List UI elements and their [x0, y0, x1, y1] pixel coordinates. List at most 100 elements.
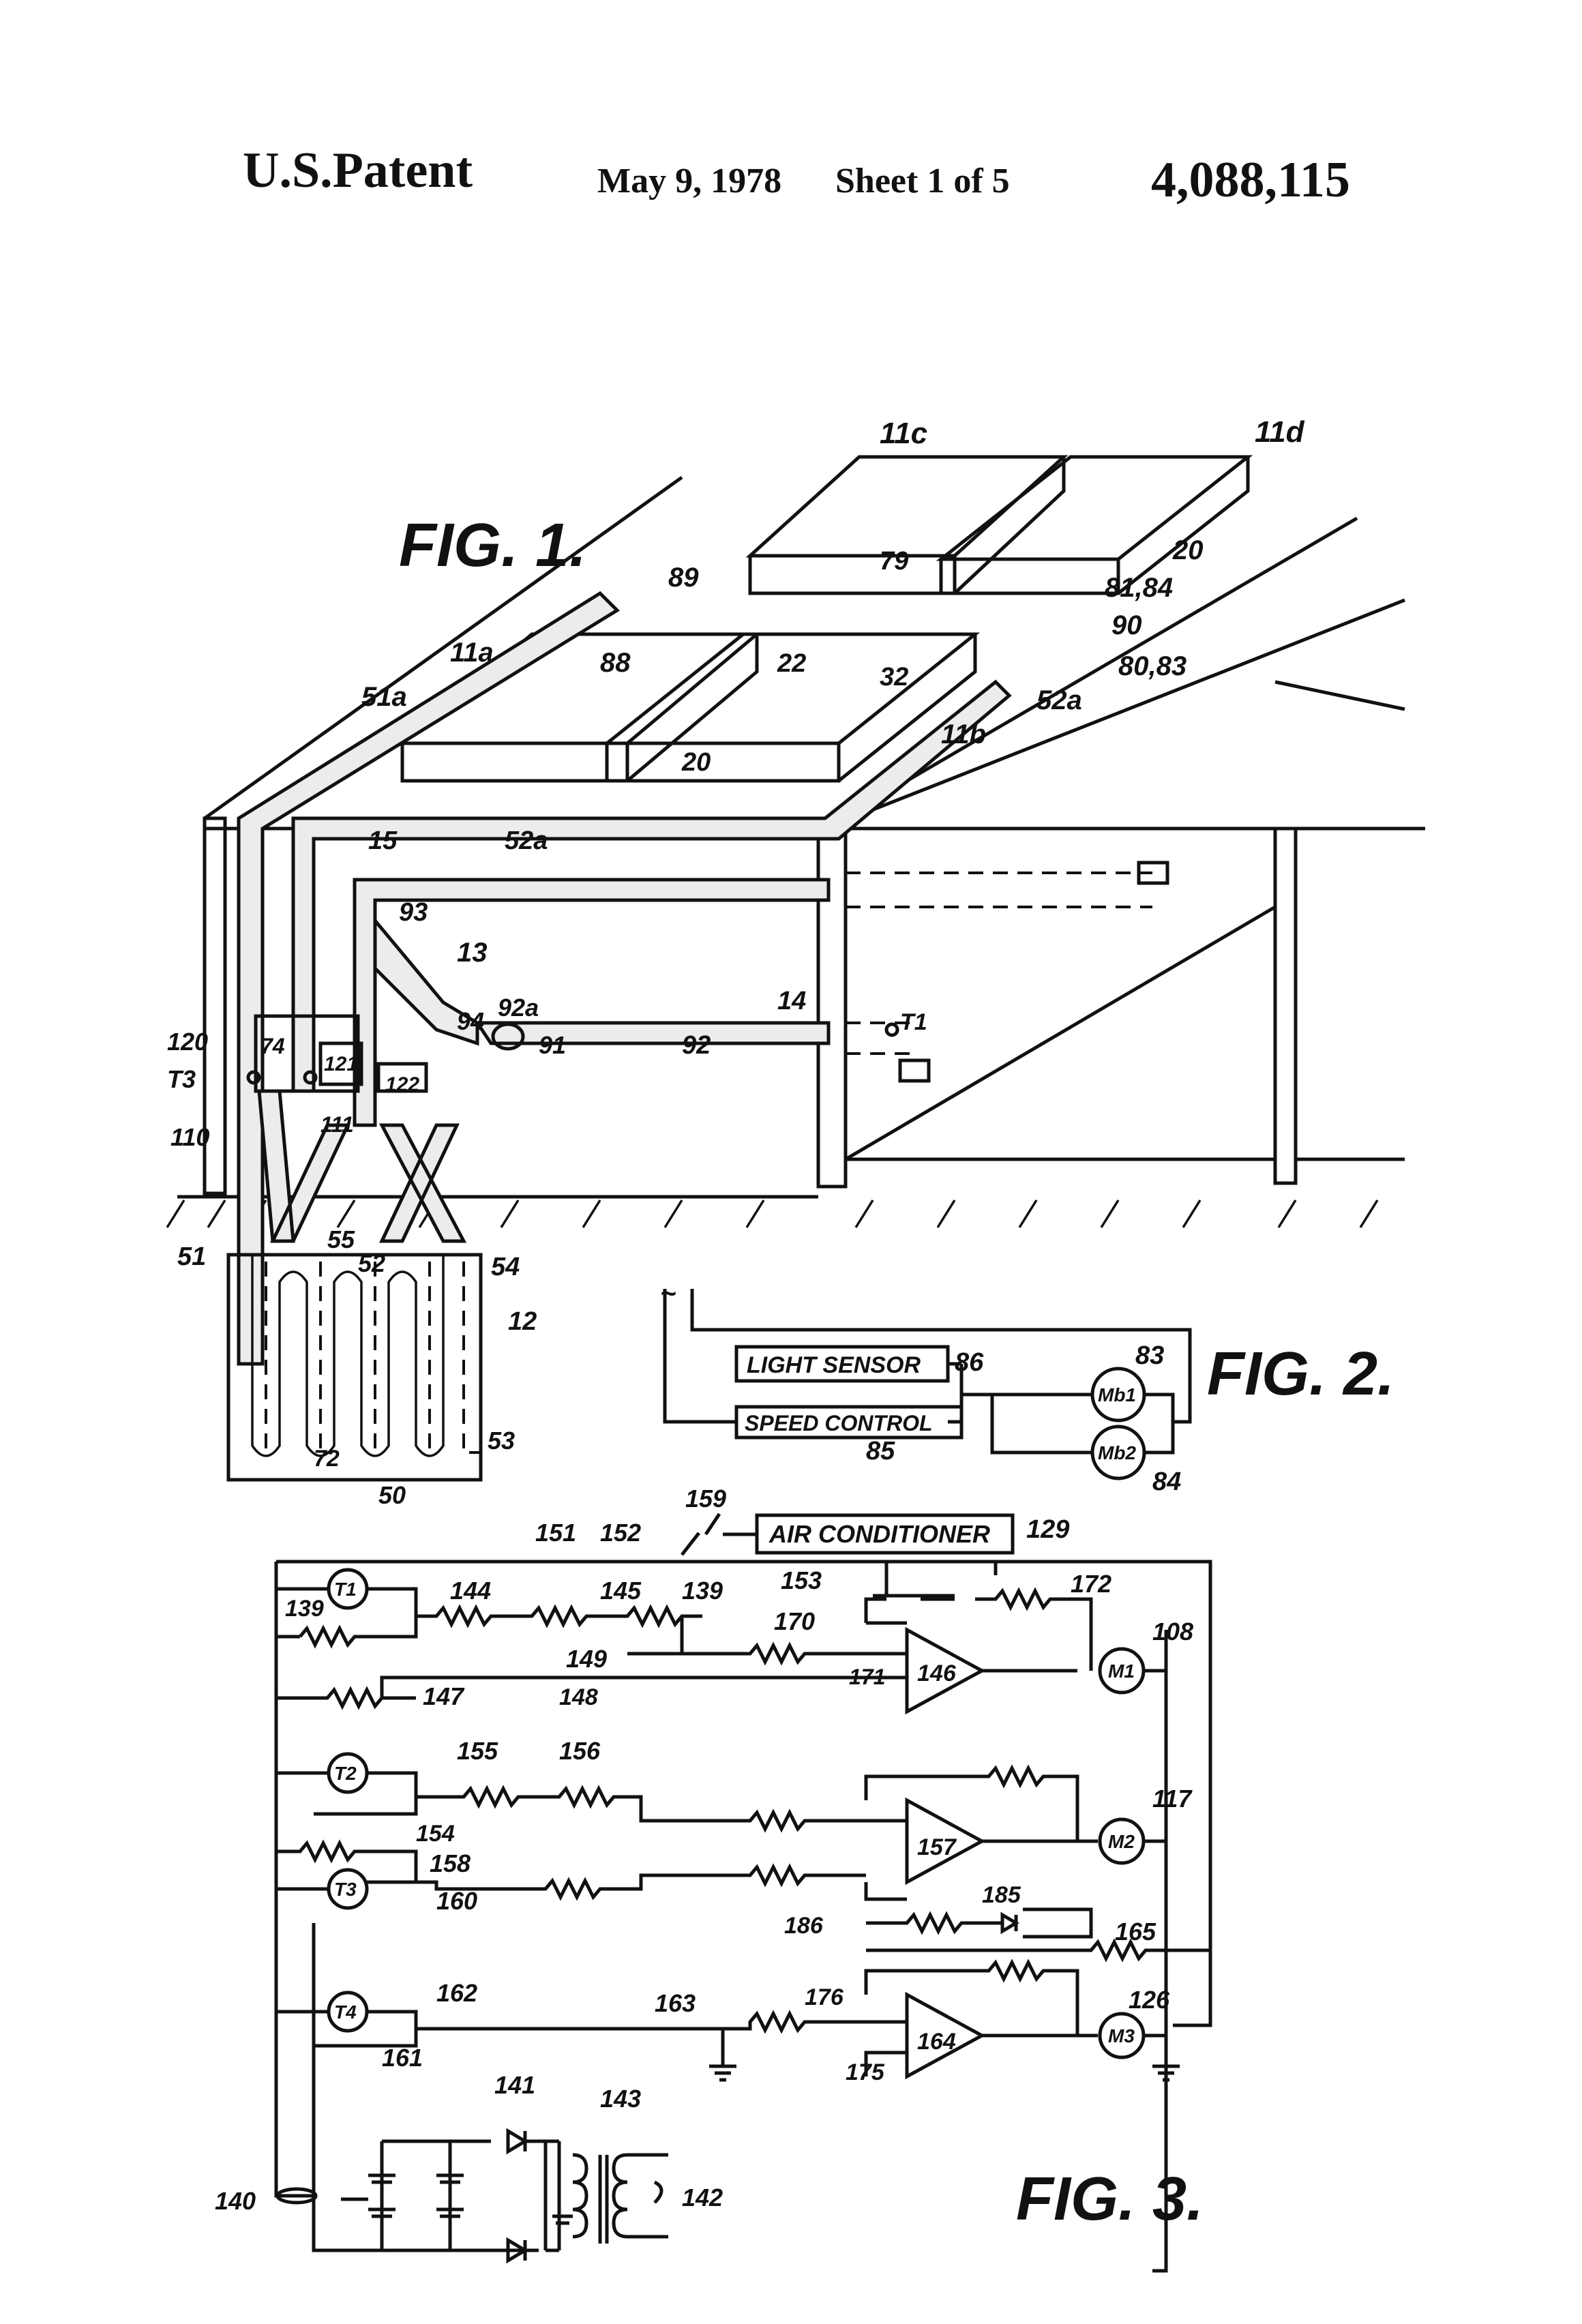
label-186: 186 [784, 1913, 824, 1939]
label-157: 157 [917, 1834, 957, 1860]
label-139a: 139 [285, 1596, 324, 1622]
label-52a-lower: 52a [505, 826, 548, 855]
label-148: 148 [559, 1684, 598, 1710]
label-121: 121 [324, 1053, 358, 1075]
room-outline [846, 829, 1425, 1159]
label-122: 122 [385, 1073, 419, 1096]
label-T3-fig1: T3 [167, 1065, 196, 1093]
motor-connections [1144, 1671, 1166, 2036]
motor-mb1-label: Mb1 [1098, 1384, 1136, 1405]
label-163: 163 [655, 1989, 696, 2017]
label-154: 154 [416, 1821, 455, 1847]
ground-hatch [167, 1200, 1377, 1227]
label-141: 141 [494, 2071, 535, 2099]
motor-M3-label: M3 [1108, 2025, 1135, 2046]
label-12: 12 [508, 1307, 537, 1336]
label-140: 140 [215, 2187, 256, 2215]
switch-151-152 [682, 1514, 757, 1562]
label-153: 153 [781, 1566, 822, 1594]
fig1-labels: FIG. 1. 11c 11d 20 79 81,84 89 11a 51a 8… [167, 415, 1305, 1509]
label-155: 155 [457, 1737, 498, 1765]
fig1-title: FIG. 1. [399, 511, 586, 580]
label-20b: 20 [681, 748, 711, 777]
label-161: 161 [382, 2044, 423, 2072]
t4-resistor-network [276, 2012, 907, 2059]
label-120: 120 [167, 1028, 208, 1056]
label-55: 55 [327, 1225, 355, 1253]
label-86: 86 [955, 1348, 984, 1377]
rectifier-supply [314, 2131, 559, 2261]
fig3-labels: 159 151 152 129 153 139 144 145 139 149 … [215, 1485, 1204, 2233]
speed-control-label: SPEED CONTROL [745, 1411, 933, 1435]
air-conditioner-label: AIR CONDITIONER [768, 1520, 990, 1548]
label-22: 22 [777, 649, 806, 678]
label-51: 51 [177, 1242, 206, 1271]
label-54: 54 [491, 1253, 520, 1281]
sensor-T3-label: T3 [334, 1879, 357, 1900]
transformer-143 [573, 2155, 627, 2244]
label-145: 145 [600, 1577, 642, 1605]
label-94: 94 [457, 1007, 484, 1035]
label-91: 91 [539, 1031, 566, 1059]
serpentine-passages [252, 1255, 443, 1456]
label-152: 152 [600, 1519, 641, 1547]
fig3-rails [276, 1562, 1210, 2271]
t2-resistor-network [276, 1773, 907, 1829]
label-84: 84 [1152, 1468, 1181, 1496]
label-32: 32 [880, 663, 908, 691]
label-T1-room: T1 [900, 1009, 927, 1035]
sensor-T4-label: T4 [334, 2001, 357, 2023]
label-143: 143 [600, 2085, 641, 2113]
label-165: 165 [1115, 1918, 1156, 1946]
label-108: 108 [1152, 1618, 1193, 1645]
label-111: 111 [320, 1112, 354, 1137]
fig3-title: FIG. 3. [1016, 2165, 1204, 2233]
label-92a: 92a [498, 994, 539, 1022]
label-175: 175 [846, 2059, 885, 2085]
label-158: 158 [430, 1849, 471, 1877]
label-51a: 51a [361, 682, 407, 712]
label-53: 53 [488, 1427, 515, 1455]
ac-source-symbol: ~ [660, 1279, 676, 1309]
roof-gable [1275, 682, 1405, 709]
label-117: 117 [1152, 1785, 1193, 1813]
label-171: 171 [849, 1665, 885, 1689]
t3-resistor-network [276, 1843, 866, 1897]
label-92: 92 [682, 1031, 711, 1060]
storage-dashed-paths [266, 1262, 481, 1452]
label-11c: 11c [880, 417, 927, 450]
label-74: 74 [260, 1034, 285, 1058]
label-89: 89 [668, 563, 699, 593]
fig3-control-schematic: AIR CONDITIONER T1 T2 T3 T4 M1 M2 M3 [276, 1514, 1210, 2271]
label-13: 13 [457, 938, 488, 968]
label-159: 159 [685, 1485, 726, 1513]
label-20a: 20 [1172, 535, 1204, 565]
label-170: 170 [774, 1607, 815, 1635]
fig2-title: FIG. 2. [1207, 1340, 1394, 1408]
diode-185-186 [866, 1909, 1091, 1937]
label-139b: 139 [682, 1577, 723, 1605]
room-sensor-T1 [886, 1024, 897, 1035]
label-81-84: 81,84 [1105, 573, 1173, 603]
ac-input-142 [627, 2155, 668, 2237]
label-149: 149 [566, 1645, 607, 1673]
label-83: 83 [1135, 1341, 1164, 1370]
sensor-T1-label: T1 [334, 1579, 357, 1600]
label-110: 110 [170, 1123, 209, 1151]
label-146: 146 [917, 1660, 957, 1686]
label-172: 172 [1071, 1570, 1111, 1598]
label-156: 156 [559, 1737, 601, 1765]
label-11a: 11a [450, 638, 494, 668]
label-93: 93 [399, 898, 428, 927]
motor-mb2-label: Mb2 [1098, 1442, 1136, 1463]
fig2-control-circuit: LIGHT SENSOR SPEED CONTROL Mb1 Mb2 ~ 86 … [660, 1279, 1394, 1496]
opamp-157-feedback [866, 1768, 1098, 1899]
label-151: 151 [535, 1519, 576, 1547]
label-147: 147 [423, 1682, 465, 1710]
label-142: 142 [682, 2184, 723, 2211]
label-176: 176 [805, 1984, 844, 2010]
label-88: 88 [600, 648, 631, 678]
label-52a-upper: 52a [1036, 685, 1082, 715]
label-162: 162 [436, 1979, 477, 2007]
